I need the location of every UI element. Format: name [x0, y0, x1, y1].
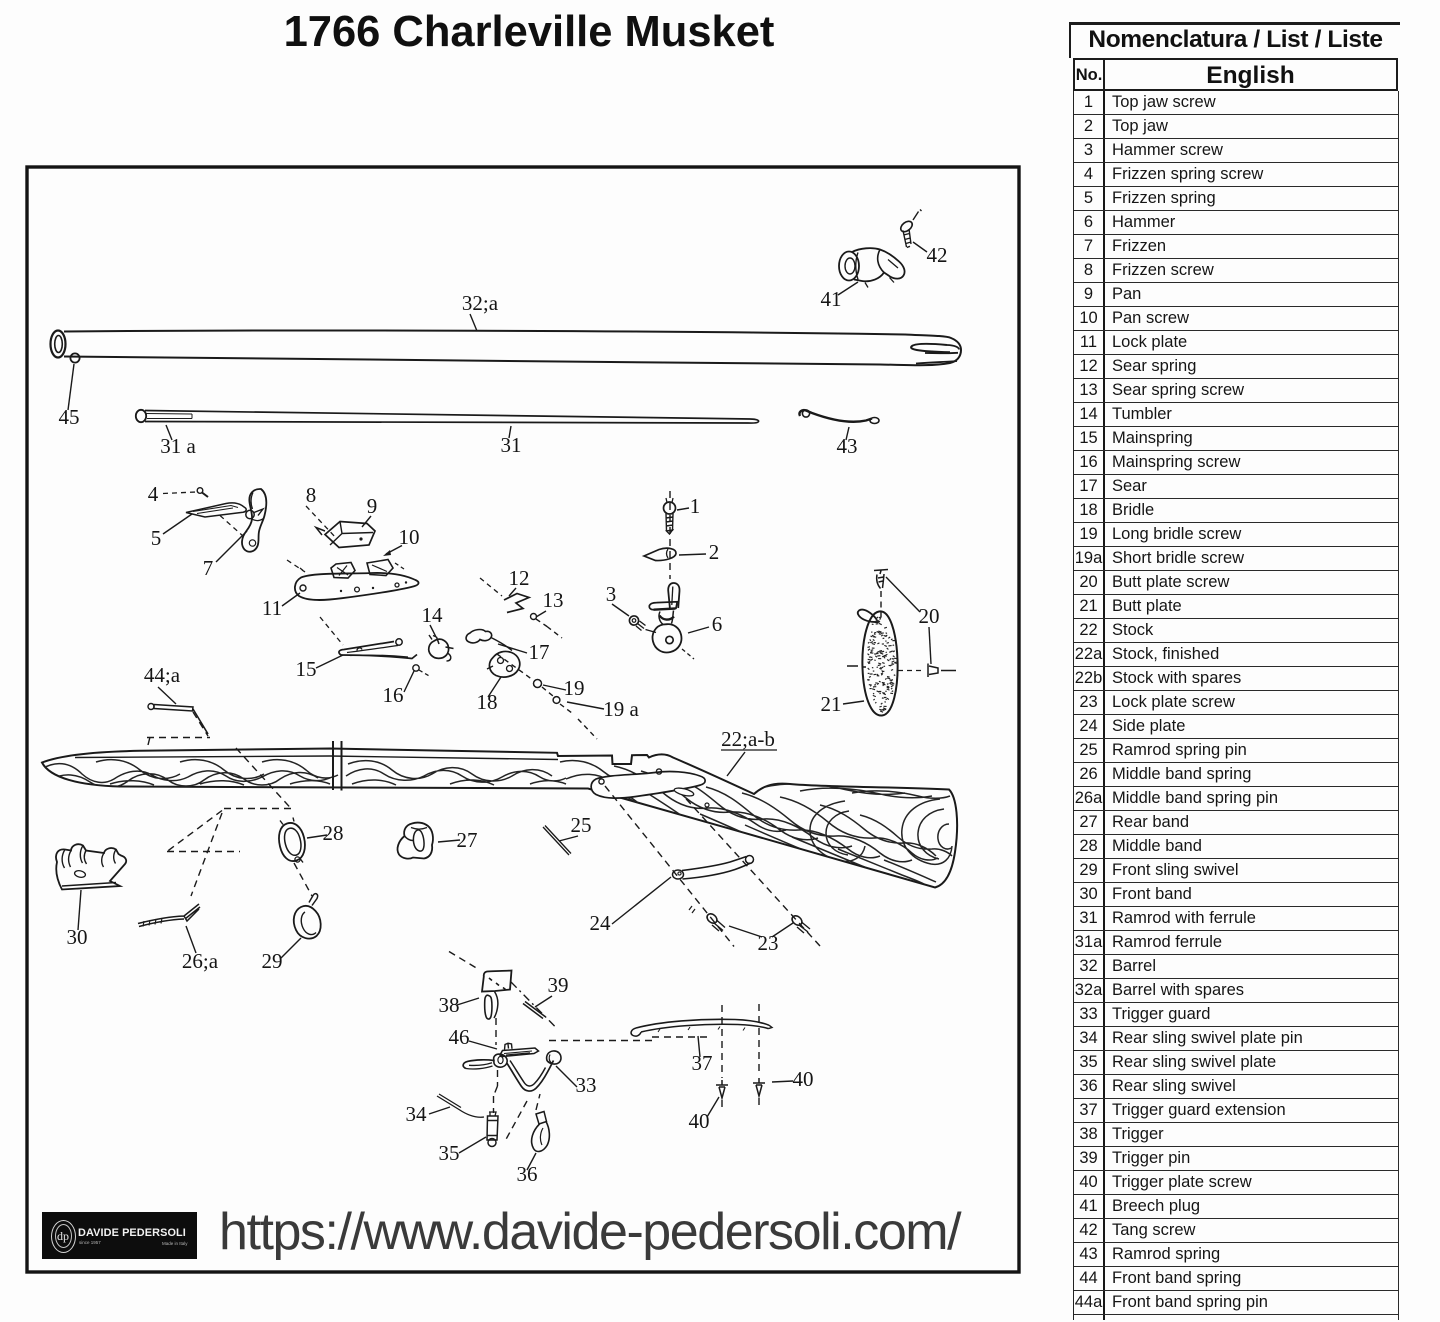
svg-text:7: 7	[203, 556, 214, 580]
svg-text:13: 13	[543, 588, 564, 612]
svg-text:17: 17	[529, 640, 550, 664]
svg-text:19 a: 19 a	[603, 697, 639, 721]
svg-text:46: 46	[449, 1025, 470, 1049]
svg-text:45: 45	[59, 405, 80, 429]
svg-text:44;a: 44;a	[144, 663, 181, 687]
svg-text:31 a: 31 a	[160, 434, 196, 458]
svg-text:14: 14	[422, 603, 444, 627]
svg-text:22;a-b: 22;a-b	[721, 727, 775, 751]
svg-text:40: 40	[689, 1109, 710, 1133]
svg-text:26;a: 26;a	[182, 949, 219, 973]
svg-text:31: 31	[501, 433, 522, 457]
svg-text:40: 40	[793, 1067, 814, 1091]
svg-text:37: 37	[692, 1051, 713, 1075]
svg-text:32;a: 32;a	[462, 291, 499, 315]
svg-text:3: 3	[606, 582, 617, 606]
svg-text:5: 5	[151, 526, 162, 550]
svg-text:35: 35	[439, 1141, 460, 1165]
svg-text:20: 20	[919, 604, 940, 628]
svg-text:9: 9	[367, 494, 378, 518]
svg-text:16: 16	[383, 683, 404, 707]
svg-text:39: 39	[548, 973, 569, 997]
svg-text:11: 11	[262, 596, 282, 620]
svg-text:34: 34	[406, 1102, 428, 1126]
svg-text:12: 12	[509, 566, 530, 590]
svg-text:4: 4	[148, 482, 159, 506]
svg-text:1: 1	[690, 494, 701, 518]
svg-text:41: 41	[821, 287, 842, 311]
svg-text:36: 36	[517, 1162, 538, 1186]
svg-text:15: 15	[296, 657, 317, 681]
svg-text:2: 2	[709, 540, 720, 564]
svg-text:18: 18	[477, 690, 498, 714]
svg-text:10: 10	[399, 525, 420, 549]
svg-text:27: 27	[457, 828, 478, 852]
svg-text:6: 6	[712, 612, 723, 636]
svg-text:33: 33	[576, 1073, 597, 1097]
svg-text:8: 8	[306, 483, 317, 507]
svg-text:19: 19	[564, 676, 585, 700]
svg-text:24: 24	[590, 911, 612, 935]
svg-text:43: 43	[837, 434, 858, 458]
svg-text:21: 21	[821, 692, 842, 716]
svg-text:30: 30	[67, 925, 88, 949]
svg-text:38: 38	[439, 993, 460, 1017]
svg-text:29: 29	[262, 949, 283, 973]
svg-text:25: 25	[571, 813, 592, 837]
svg-text:28: 28	[323, 821, 344, 845]
svg-text:42: 42	[927, 243, 948, 267]
